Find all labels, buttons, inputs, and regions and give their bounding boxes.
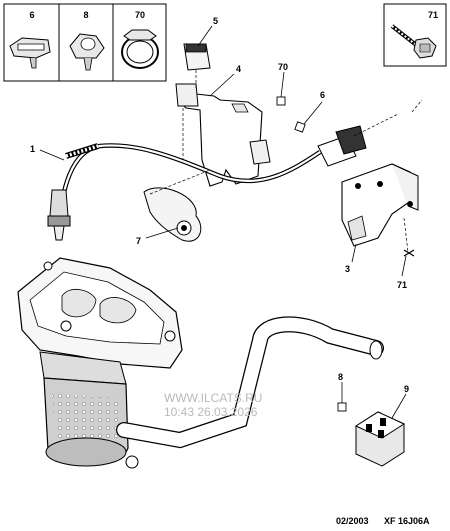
bracket-3-drawing — [341, 99, 423, 257]
watermark-timestamp: 10:43 26.03.2026 — [164, 405, 258, 419]
legend-box-group: 6 8 70 — [3, 3, 167, 82]
bolt-box-frame — [383, 3, 447, 67]
callout-9: 9 — [404, 384, 409, 394]
clamp-70-icon — [121, 29, 159, 69]
legend-label-8: 8 — [83, 10, 88, 20]
callout-6: 6 — [320, 90, 325, 100]
bolt-71-icon — [390, 24, 437, 59]
clip-6-icon — [9, 37, 51, 69]
fastener-70-marker — [276, 96, 286, 106]
footer-date: 02/2003 — [336, 516, 369, 526]
clip-7-drawing — [143, 169, 211, 242]
bolt-box-label-71: 71 — [428, 10, 438, 20]
clip-8-icon — [69, 33, 105, 71]
callout-5: 5 — [213, 16, 218, 26]
callout-71: 71 — [397, 280, 407, 290]
oxygen-sensor-1-drawing — [47, 125, 367, 241]
exhaust-manifold-drawing — [17, 257, 384, 469]
bracket-4-drawing — [175, 83, 271, 187]
fastener-6-marker — [294, 121, 306, 133]
callout-8: 8 — [338, 372, 343, 382]
clip-5-drawing — [183, 43, 211, 88]
callout-1: 1 — [30, 144, 35, 154]
fastener-8-marker — [337, 402, 347, 412]
callout-70: 70 — [278, 62, 288, 72]
callout-4: 4 — [236, 64, 241, 74]
footer-drawing-code: XF 16J06A — [384, 516, 430, 526]
callout-3: 3 — [345, 264, 350, 274]
relay-9-drawing — [354, 411, 406, 467]
legend-label-70: 70 — [135, 10, 145, 20]
bolt-box-group: 71 — [383, 3, 447, 67]
watermark-site: WWW.ILCATS.RU — [164, 391, 262, 405]
legend-label-6: 6 — [29, 10, 34, 20]
callout-7: 7 — [136, 236, 141, 246]
leader-lines — [39, 25, 407, 419]
